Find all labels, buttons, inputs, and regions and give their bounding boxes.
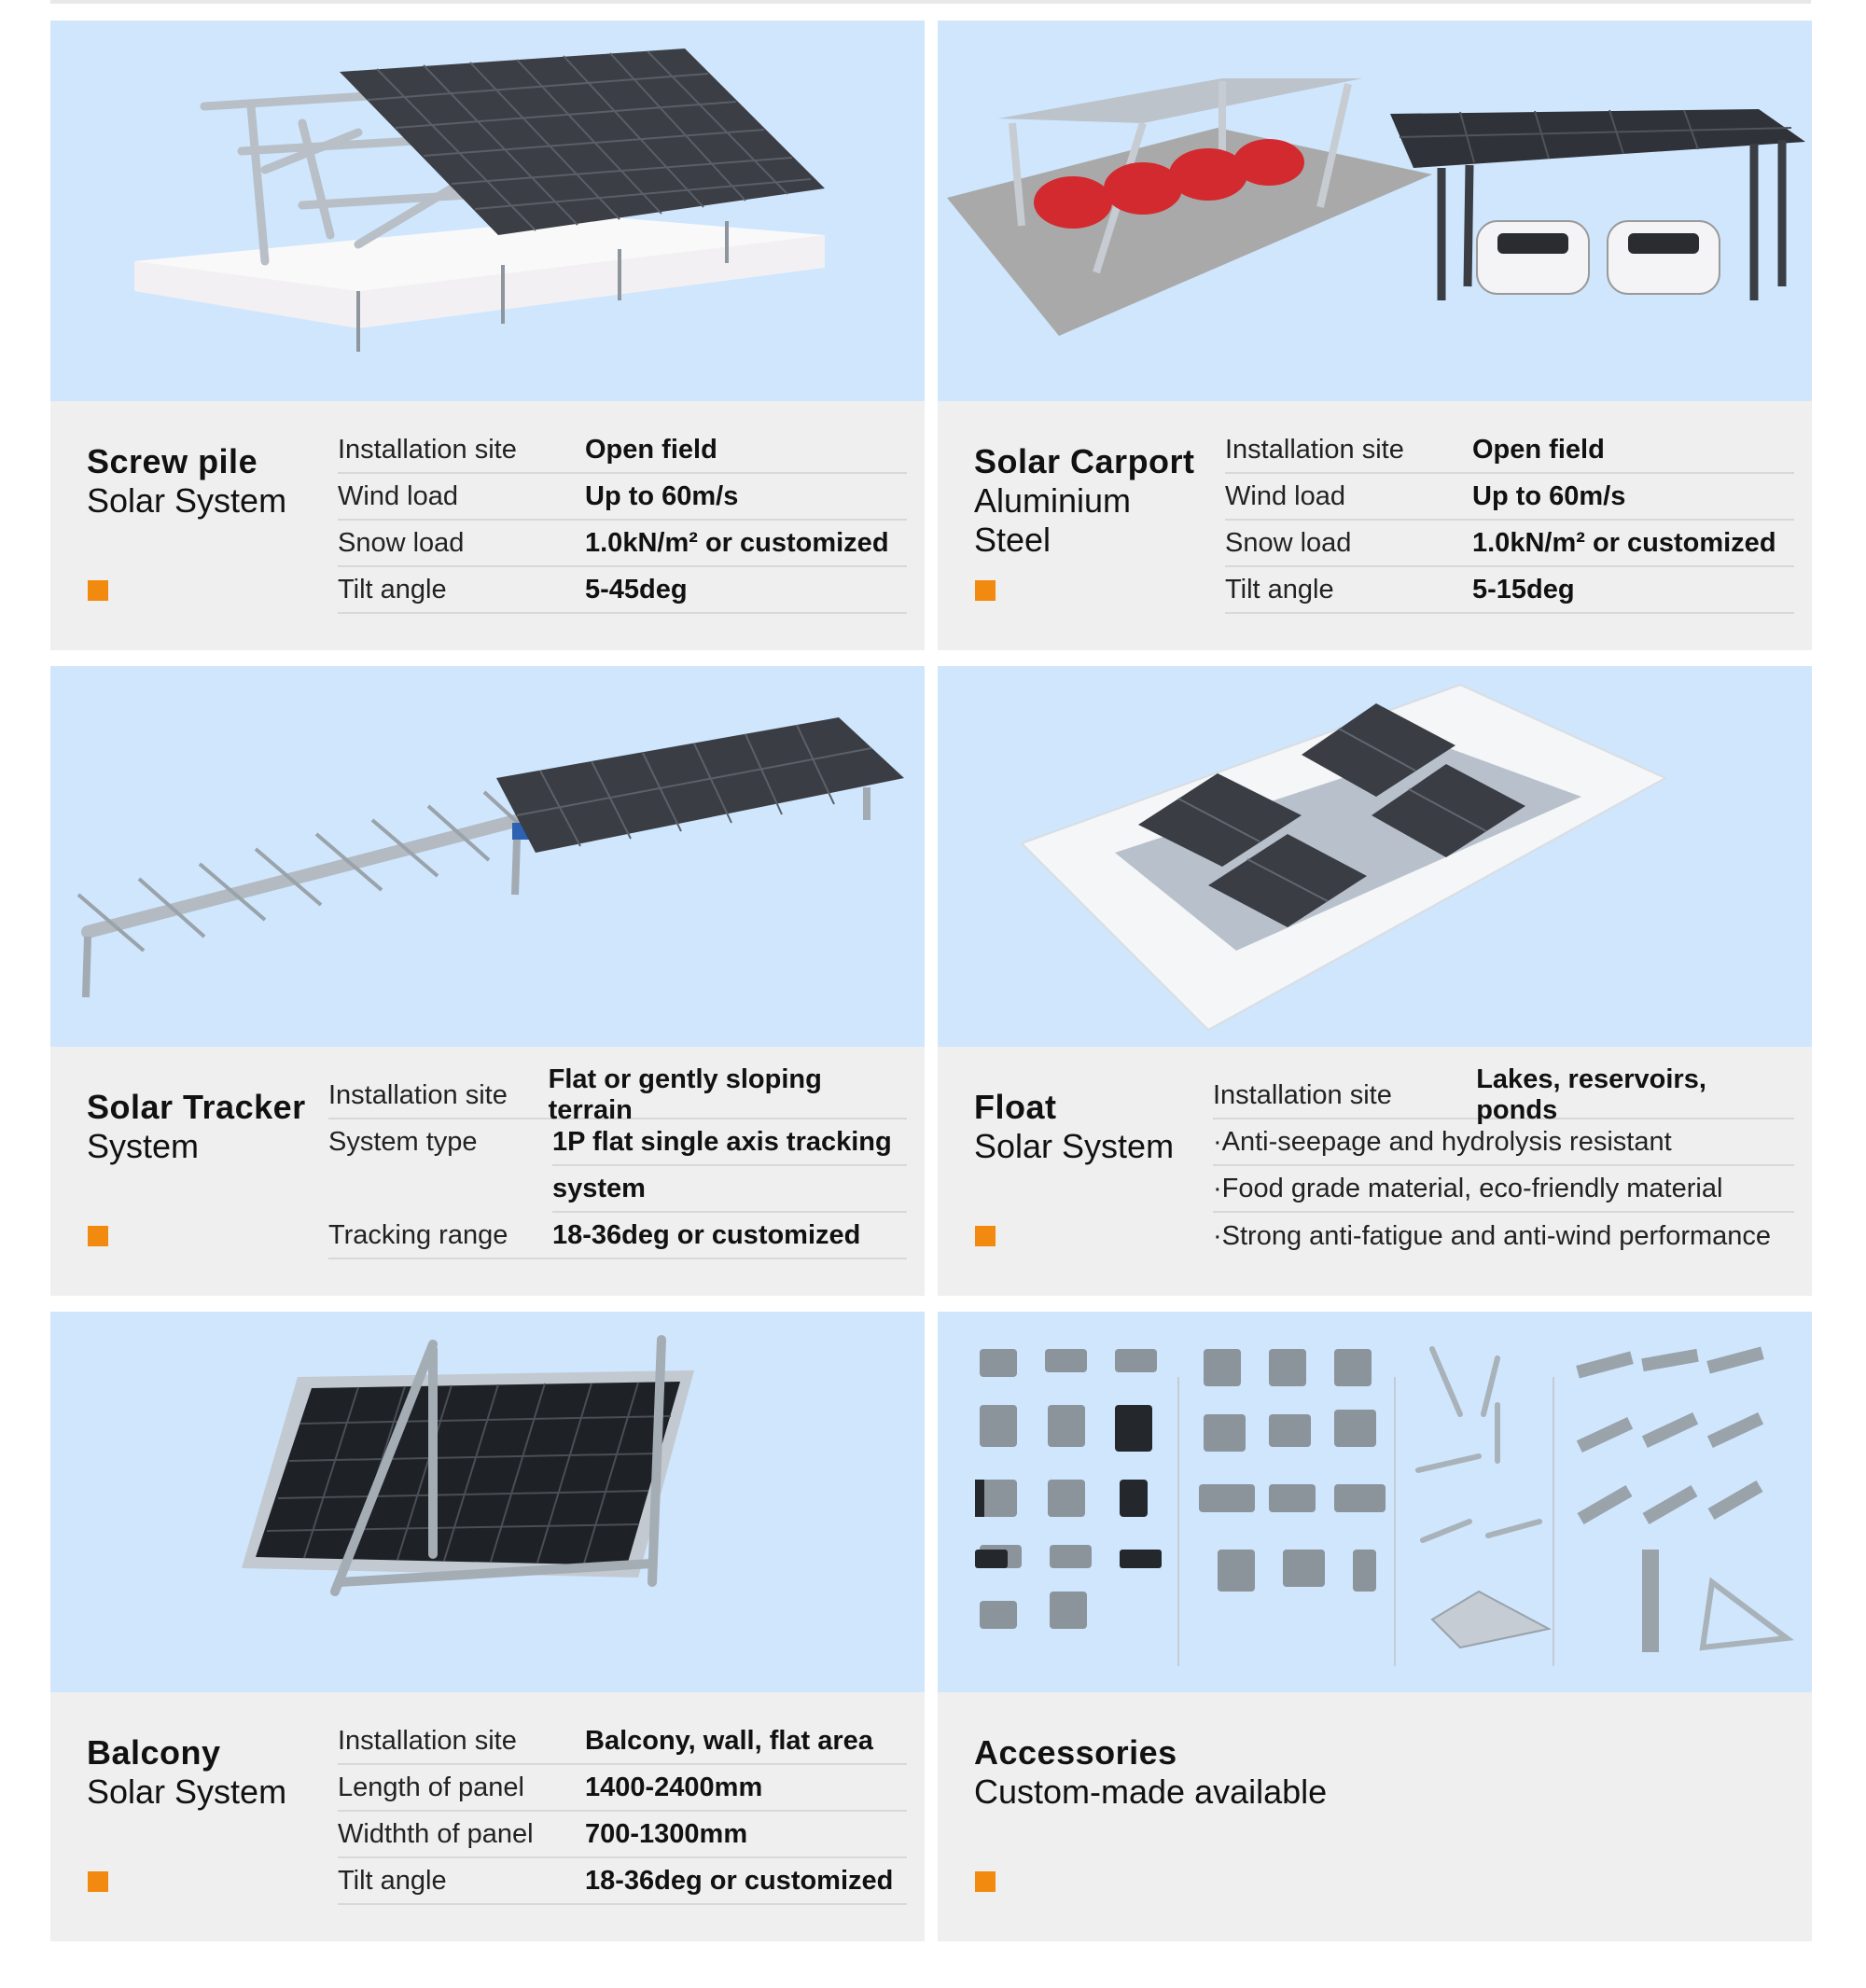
solar-tracker-image (50, 666, 925, 1047)
balcony-image (50, 1312, 925, 1692)
orange-square-icon (975, 1226, 996, 1246)
orange-square-icon (975, 1871, 996, 1892)
card-title: Solar Tracker System (87, 1088, 306, 1165)
card-solar-carport[interactable]: Solar Carport Aluminium Steel Installati… (938, 21, 1812, 650)
feature-bullet: ·Strong anti-fatigue and anti-wind perfo… (1213, 1220, 1772, 1251)
card-title: Balcony Solar System (87, 1733, 287, 1811)
solar-carport-image (938, 21, 1812, 401)
orange-square-icon (975, 580, 996, 601)
card-title: Accessories Custom-made available (974, 1733, 1328, 1811)
feature-bullet: ·Food grade material, eco-friendly mater… (1213, 1166, 1794, 1213)
card-title: Float Solar System (974, 1088, 1175, 1165)
feature-bullet: ·Anti-seepage and hydrolysis resistant (1213, 1119, 1794, 1166)
card-title: Solar Carport Aluminium Steel (974, 442, 1195, 559)
float-image (938, 666, 1812, 1047)
orange-square-icon (88, 1226, 108, 1246)
card-title: Screw pile Solar System (87, 442, 287, 520)
screw-pile-image (50, 21, 925, 401)
spec-row: system (552, 1166, 907, 1213)
card-accessories[interactable]: Accessories Custom-made available (938, 1312, 1812, 1941)
accessories-image (938, 1312, 1812, 1692)
orange-square-icon (88, 1871, 108, 1892)
card-screw-pile[interactable]: Screw pile Solar System Installation sit… (50, 21, 925, 650)
orange-square-icon (88, 580, 108, 601)
accessories-info: Accessories Custom-made available (938, 1692, 1812, 1941)
solar-carport-info: Solar Carport Aluminium Steel Installati… (938, 401, 1812, 650)
screw-pile-info: Screw pile Solar System Installation sit… (50, 401, 925, 650)
top-divider (50, 0, 1811, 4)
